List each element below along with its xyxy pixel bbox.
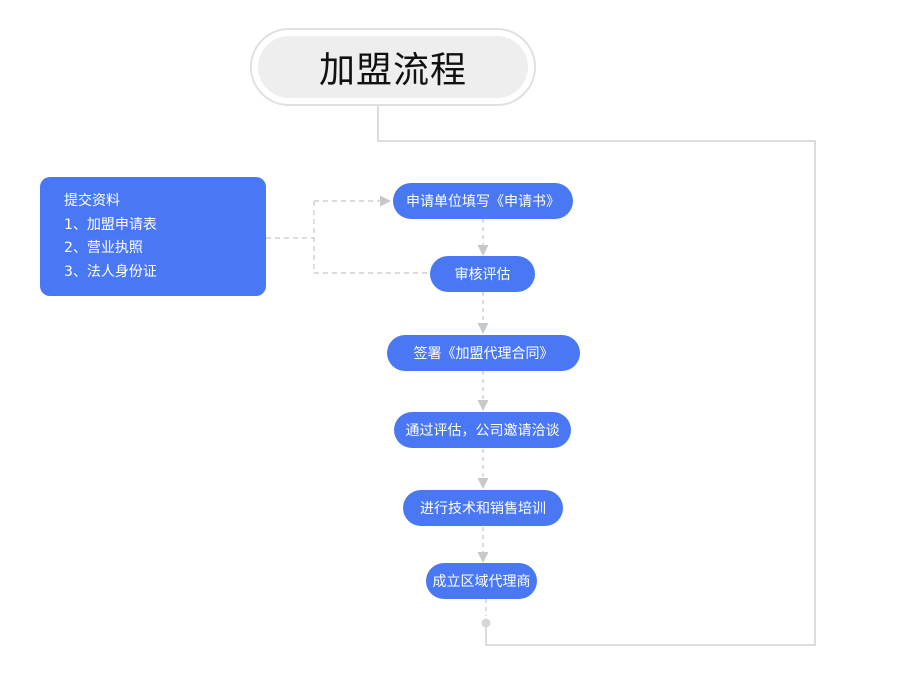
- flow-end-dot: [481, 618, 491, 628]
- materials-bracket-connector: [266, 200, 430, 274]
- loop-connector-line: [377, 106, 816, 646]
- title-pill-inner: 加盟流程: [258, 36, 528, 98]
- materials-item: 2、营业执照: [64, 240, 143, 256]
- step-arrowheads: [477, 245, 489, 563]
- materials-item: 1、加盟申请表: [64, 216, 157, 233]
- step-dashed-connectors: [482, 219, 487, 616]
- step-become-agent: 成立区域代理商: [426, 563, 537, 599]
- step-training: 进行技术和销售培训: [403, 490, 563, 526]
- step-invite-negotiation: 通过评估，公司邀请洽谈: [394, 412, 571, 448]
- submit-materials-box: 提交资料 1、加盟申请表 2、营业执照 3、法人身份证: [40, 177, 266, 296]
- step-review-assessment: 审核评估: [430, 256, 535, 292]
- bracket-arrowhead: [380, 195, 391, 207]
- materials-item: 3、法人身份证: [64, 263, 157, 280]
- step-sign-contract: 签署《加盟代理合同》: [387, 335, 580, 371]
- materials-heading: 提交资料: [64, 193, 120, 209]
- title-pill: 加盟流程: [250, 28, 536, 106]
- page-title: 加盟流程: [318, 50, 467, 91]
- step-fill-application: 申请单位填写《申请书》: [393, 183, 573, 219]
